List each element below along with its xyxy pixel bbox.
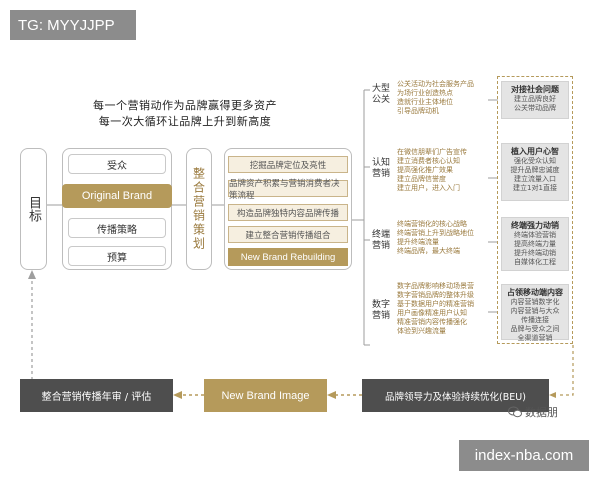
left-item-original-brand: Original Brand — [62, 184, 172, 208]
category-label-cognitive: 认知营销 — [371, 158, 390, 179]
target-box: 目标 — [20, 148, 47, 270]
left-item-audience: 受众 — [68, 154, 166, 174]
stack-item-4: 建立整合营销传播组合 — [228, 226, 348, 243]
stack-item-1: 挖掘品牌定位及亮性 — [228, 156, 348, 173]
category-desc-terminal: 终端营销化的核心战略 终端营销上升到战略地位 提升终端流量 终端品牌，最大终端 — [397, 220, 474, 255]
category-desc-pr: 公关活动为社会服务产品 为场行业创造热点 造就行业主体地位 引导品牌动机 — [397, 80, 474, 115]
header-tag: TG: MYYJJPP — [10, 10, 136, 40]
stack-item-2: 品牌资产积累与营销消费者决策流程 — [228, 179, 348, 201]
outcome-box-cognitive: 植入用户心智 强化受众认知 提升品牌忠诚度 建立流量入口 建立1对1直接 — [501, 143, 569, 201]
bottom-bar-new-brand-image: New Brand Image — [204, 379, 327, 412]
bottom-bar-evaluation: 整合营销传播年审 / 评估 — [20, 379, 173, 412]
category-desc-cognitive: 在微信朋辈们广告宣传 建立消费者核心认知 提高强化推广效果 建立品牌信誉度 建立… — [397, 148, 467, 192]
headline-line-1: 每一个营销动作为品牌赢得更多资产 — [93, 99, 277, 112]
left-item-budget: 预算 — [68, 246, 166, 266]
outcome-text-terminal: 终端体验营销 提高终端力量 提升终端动销 自媒体化工程 — [514, 231, 556, 266]
outcome-text-pr: 建立品牌良好 公关带动品牌 — [514, 95, 556, 112]
bottom-bar-optimization: 品牌领导力及体验持续优化(BEU) — [362, 379, 549, 412]
headline-line-2: 每一次大循环让品牌上升到新高度 — [98, 115, 272, 128]
outcome-text-digital: 内容营销数字化 内容营销与大众 传播连接 品牌与受众之间 全渠道营销 — [510, 298, 560, 342]
watermark-text: 数据朋 — [525, 406, 558, 419]
category-label-pr: 大型公关 — [371, 84, 390, 105]
category-desc-digital: 数字品牌影响移动场景营 数字营销品牌的整体升级 基于数据用户的精准营销 用户画像… — [397, 282, 474, 335]
category-label-digital: 数字营销 — [371, 300, 390, 321]
outcome-text-cognitive: 强化受众认知 提升品牌忠诚度 建立流量入口 建立1对1直接 — [510, 157, 560, 192]
outcome-column — [497, 76, 573, 344]
outcome-box-pr: 对接社会问题 建立品牌良好 公关带动品牌 — [501, 81, 569, 119]
outcome-title-digital: 占领移动端内容 — [507, 288, 563, 297]
outcome-box-digital: 占领移动端内容 内容营销数字化 内容营销与大众 传播连接 品牌与受众之间 全渠道… — [501, 284, 569, 342]
wechat-icon — [508, 406, 522, 418]
outcome-title-cognitive: 植入用户心智 — [511, 147, 559, 156]
loop-arrow-right — [558, 345, 574, 396]
integrated-planning-box: 整合营销策划 — [186, 148, 212, 270]
watermark: 数据朋 — [508, 403, 598, 421]
outcome-box-terminal: 终端强力动销 终端体验营销 提高终端力量 提升终端动销 自媒体化工程 — [501, 217, 569, 271]
category-label-terminal: 终端营销 — [371, 230, 390, 251]
stack-item-3: 构造品牌独特内容品牌传播 — [228, 204, 348, 221]
footer-tag: index-nba.com — [459, 440, 589, 471]
outcome-title-terminal: 终端强力动销 — [511, 221, 559, 230]
left-item-strategy: 传播策略 — [68, 218, 166, 238]
stack-item-new-brand-rebuilding: New Brand Rebuilding — [228, 248, 348, 266]
outcome-title-pr: 对接社会问题 — [511, 85, 559, 94]
